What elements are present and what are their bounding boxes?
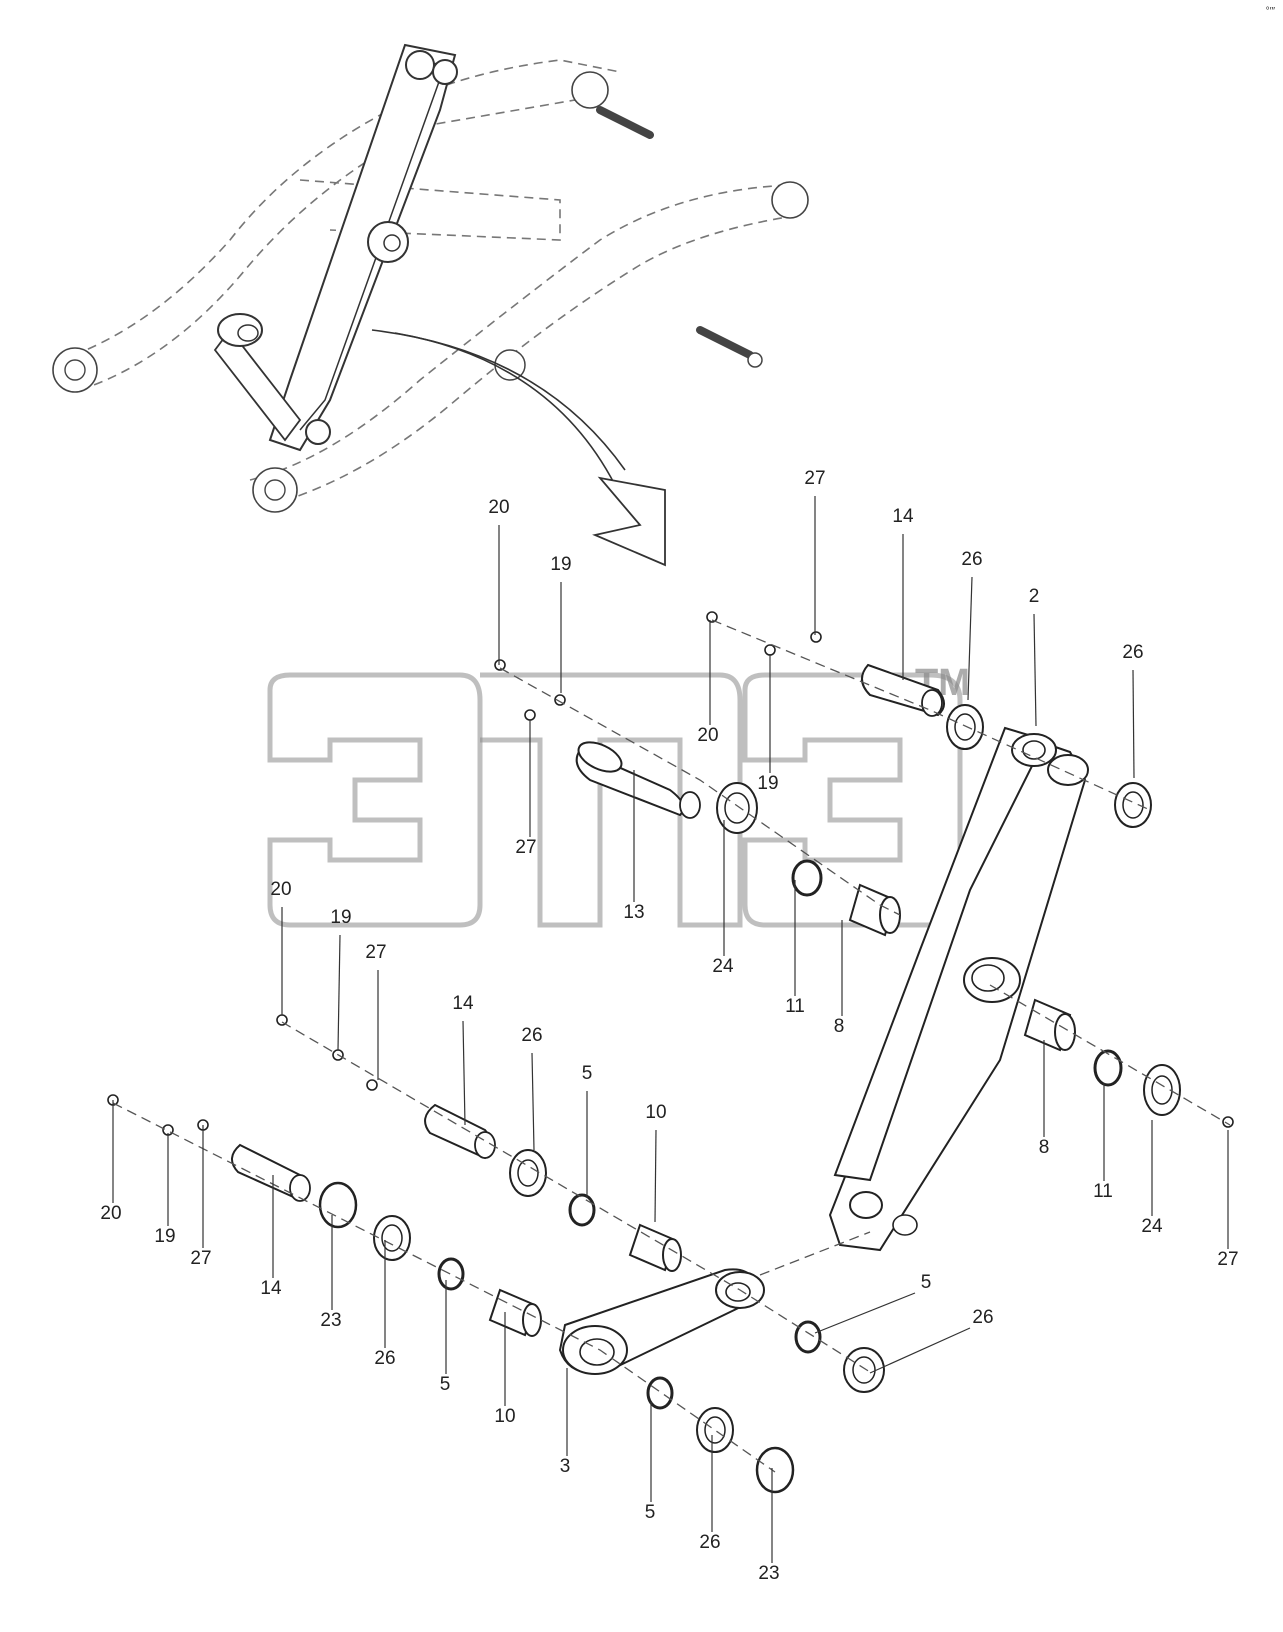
callout-number: 13 xyxy=(623,902,644,923)
callout-leader xyxy=(337,934,341,1051)
callout-leader xyxy=(1132,669,1135,779)
callout-number: 14 xyxy=(452,993,474,1014)
callout-number: 27 xyxy=(515,837,536,858)
callout-number: 27 xyxy=(365,942,386,963)
callout-number: 10 xyxy=(494,1406,515,1427)
callout-number: 27 xyxy=(804,468,825,489)
callout-number: 20 xyxy=(100,1203,121,1224)
callout-number: 26 xyxy=(1122,642,1143,663)
callout-number: 23 xyxy=(758,1563,779,1584)
callout-leader xyxy=(869,1327,971,1374)
callout-number: 5 xyxy=(440,1374,451,1395)
callout-number: 27 xyxy=(190,1248,211,1269)
callout-number: 24 xyxy=(1141,1216,1163,1237)
callout-number: 5 xyxy=(921,1272,932,1293)
callout-leader xyxy=(814,1292,916,1334)
callout-number: 8 xyxy=(1039,1137,1050,1158)
callout-number: 11 xyxy=(1093,1181,1113,1202)
callout-number: 20 xyxy=(697,725,718,746)
callout-number: 14 xyxy=(892,506,914,527)
callout-number: 26 xyxy=(521,1025,542,1046)
callout-number: 20 xyxy=(488,497,509,518)
callout-number: 8 xyxy=(834,1016,845,1037)
callout-number: 26 xyxy=(961,549,982,570)
callout-number: 19 xyxy=(154,1226,175,1247)
callout-number: 14 xyxy=(260,1278,282,1299)
callout-leader xyxy=(462,1020,466,1126)
callout-number: 10 xyxy=(645,1102,666,1123)
overview-assembly xyxy=(52,43,809,567)
callout-number: 5 xyxy=(582,1063,593,1084)
callout-number: 27 xyxy=(1217,1249,1238,1270)
callout-number: 3 xyxy=(560,1456,571,1477)
callout-number: 19 xyxy=(757,773,778,794)
callout-number: 26 xyxy=(699,1532,720,1553)
callout-number: 23 xyxy=(320,1310,341,1331)
callout-number: 2 xyxy=(1029,586,1040,607)
callout-number: 26 xyxy=(374,1348,395,1369)
watermark-logo: TM xyxy=(267,662,970,928)
callout-number: 11 xyxy=(785,996,805,1017)
callout-labels: 27 14 20 19 26 2 26 20 19 27 13 24 11 8 20 19 27 14 26 5 10 8… xyxy=(100,468,1238,1584)
exploded-view xyxy=(107,611,1234,1494)
callout-number: 19 xyxy=(330,907,351,928)
callout-leader xyxy=(967,576,973,701)
corner-mark: °′″ xyxy=(1266,6,1276,17)
callout-leader xyxy=(1033,613,1037,727)
callout-number: 5 xyxy=(645,1502,656,1523)
callout-number: 24 xyxy=(712,956,734,977)
callout-number: 20 xyxy=(270,879,291,900)
callout-number: 26 xyxy=(972,1307,993,1328)
callout-leader xyxy=(531,1052,535,1151)
callout-number: 19 xyxy=(550,554,571,575)
callout-leader xyxy=(654,1129,657,1223)
